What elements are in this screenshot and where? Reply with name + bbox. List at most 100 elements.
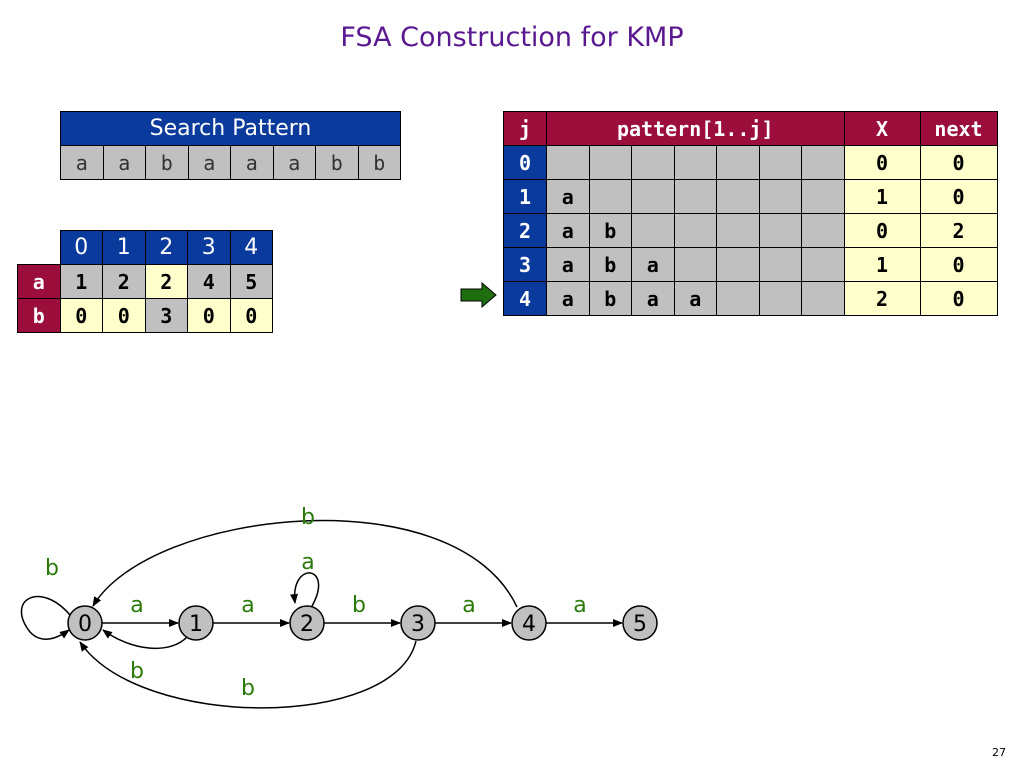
fsa-state: 3	[400, 605, 436, 641]
svg-text:5: 5	[633, 612, 647, 637]
edge-label: a	[301, 550, 314, 575]
edge-label: b	[352, 593, 366, 618]
edge-2-2	[289, 572, 320, 607]
dfa-transition-table: 0 1 2 3 4 a 1 2 2 4 5 b 0 0 3 0 0	[17, 230, 273, 333]
edge-label: b	[45, 556, 59, 581]
edge-3-0	[79, 640, 417, 709]
kmp-header-j: j	[503, 111, 547, 146]
kmp-j-cell: 1	[503, 179, 547, 214]
kmp-pattern-cell	[588, 145, 632, 180]
kmp-pattern-cell	[801, 213, 845, 248]
kmp-header-pattern: pattern[1..j]	[546, 111, 845, 146]
kmp-x-cell: 0	[843, 213, 921, 248]
kmp-x-cell: 1	[843, 247, 921, 282]
kmp-header-x: X	[843, 111, 921, 146]
edge-label: b	[241, 676, 255, 701]
kmp-x-cell: 2	[843, 281, 921, 316]
kmp-pattern-cell	[758, 247, 802, 282]
kmp-pattern-cell: b	[588, 281, 632, 316]
kmp-j-cell: 0	[503, 145, 547, 180]
edge-0-0	[20, 595, 71, 640]
dfa-row-label-a: a	[17, 264, 61, 299]
pattern-char: a	[187, 145, 231, 180]
kmp-pattern-cell: a	[631, 247, 675, 282]
kmp-pattern-cell	[588, 179, 632, 214]
kmp-pattern-cell	[801, 281, 845, 316]
kmp-pattern-cell	[631, 179, 675, 214]
dfa-row-label-b: b	[17, 298, 61, 333]
kmp-pattern-cell	[673, 247, 717, 282]
kmp-pattern-cell	[716, 281, 760, 316]
kmp-j-cell: 2	[503, 213, 547, 248]
fsa-state: 5	[622, 605, 658, 641]
edge-4-0	[92, 519, 518, 608]
dfa-cell: 0	[102, 298, 146, 333]
dfa-corner	[18, 231, 61, 265]
fsa-state: 0	[67, 605, 103, 641]
edge-label: a	[241, 593, 254, 618]
dfa-cell: 2	[102, 264, 146, 299]
fsa-state: 4	[511, 605, 547, 641]
edge-label: b	[301, 505, 315, 530]
kmp-pattern-cell: a	[546, 247, 590, 282]
kmp-pattern-cell: a	[673, 281, 717, 316]
kmp-pattern-cell	[631, 145, 675, 180]
dfa-state-header: 3	[187, 230, 231, 265]
kmp-pattern-cell	[716, 213, 760, 248]
dfa-cell: 0	[229, 298, 273, 333]
edge-label: a	[130, 593, 143, 618]
search-pattern-table: Search Pattern a a b a a a b b	[60, 111, 401, 180]
kmp-pattern-cell	[716, 145, 760, 180]
kmp-pattern-cell: a	[546, 179, 590, 214]
dfa-state-header: 2	[144, 230, 188, 265]
svg-text:4: 4	[522, 612, 536, 637]
pattern-char: b	[315, 145, 359, 180]
edge-label: b	[130, 659, 144, 684]
kmp-pattern-cell	[801, 145, 845, 180]
pattern-char: b	[357, 145, 401, 180]
dfa-cell: 4	[187, 264, 231, 299]
svg-text:0: 0	[78, 612, 92, 637]
dfa-cell: 0	[59, 298, 103, 333]
kmp-j-cell: 3	[503, 247, 547, 282]
dfa-state-header: 4	[229, 230, 273, 265]
fsa-state: 2	[289, 605, 325, 641]
svg-text:3: 3	[411, 612, 425, 637]
kmp-pattern-cell: a	[546, 213, 590, 248]
kmp-pattern-cell	[801, 247, 845, 282]
kmp-pattern-cell: a	[546, 281, 590, 316]
edge-label: a	[573, 593, 586, 618]
kmp-x-cell: 0	[843, 145, 921, 180]
kmp-header-next: next	[919, 111, 998, 146]
kmp-pattern-cell	[758, 179, 802, 214]
kmp-next-cell: 2	[919, 213, 998, 248]
dfa-cell: 1	[59, 264, 103, 299]
right-arrow-icon	[460, 281, 498, 312]
pattern-char: a	[60, 145, 104, 180]
svg-text:1: 1	[189, 612, 203, 637]
pattern-char: b	[145, 145, 189, 180]
page-title: FSA Construction for KMP	[340, 22, 684, 53]
svg-text:2: 2	[300, 612, 314, 637]
kmp-pattern-cell: a	[631, 281, 675, 316]
kmp-pattern-cell	[546, 145, 590, 180]
kmp-pattern-cell	[716, 179, 760, 214]
dfa-state-header: 0	[59, 230, 103, 265]
dfa-cell: 2	[144, 264, 188, 299]
kmp-pattern-cell	[801, 179, 845, 214]
kmp-pattern-cell	[673, 145, 717, 180]
kmp-j-cell: 4	[503, 281, 547, 316]
search-pattern-caption: Search Pattern	[60, 111, 401, 146]
dfa-cell: 5	[229, 264, 273, 299]
pattern-char: a	[102, 145, 146, 180]
fsa-diagram: 0 1 2 3 4 5 b a a a b a a b b b	[20, 505, 658, 709]
kmp-pattern-cell	[631, 213, 675, 248]
pattern-char: a	[272, 145, 316, 180]
kmp-pattern-cell	[716, 247, 760, 282]
